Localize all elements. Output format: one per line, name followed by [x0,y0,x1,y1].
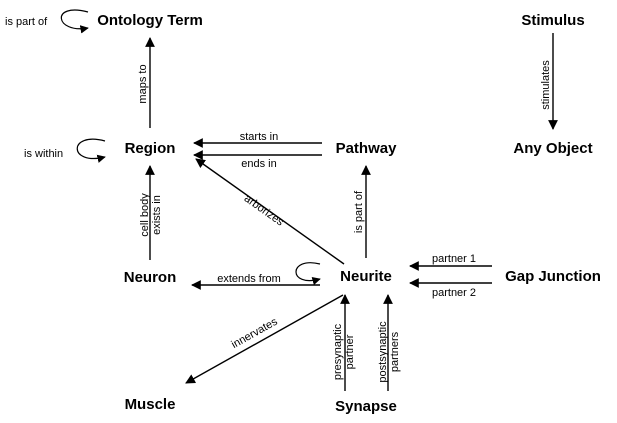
label-is-part-of-self: is part of [5,16,48,28]
edge-neurite-self-loop [295,262,321,286]
label-postsynaptic: postsynaptic [377,321,389,383]
label-presynaptic: presynaptic [332,323,344,380]
label-is-within-self: is within [24,148,63,160]
label-partner-1: partner 1 [432,253,476,265]
node-pathway[interactable]: Pathway [336,140,398,157]
node-any-object[interactable]: Any Object [513,140,592,157]
label-partner-2: partner 2 [432,287,476,299]
node-stimulus[interactable]: Stimulus [521,12,584,29]
label-stimulates: stimulates [540,60,552,110]
label-exists-in: exists in [151,195,163,235]
edge-ontology-term-self-loop [60,9,89,34]
node-region[interactable]: Region [125,140,176,157]
label-ends-in: ends in [241,158,276,170]
node-neuron[interactable]: Neuron [124,269,177,286]
edge-arborizes [195,158,345,265]
label-starts-in: starts in [240,131,279,143]
edge-region-self-loop [76,138,106,163]
label-arborizes: arborizes [242,193,286,229]
node-ontology-term[interactable]: Ontology Term [97,12,203,29]
label-maps-to: maps to [137,64,149,103]
label-postsynaptic-partners: partners [389,331,401,372]
node-gap-junction[interactable]: Gap Junction [505,268,601,285]
node-synapse[interactable]: Synapse [335,398,397,415]
edge-innervates [185,294,344,384]
node-neurite[interactable]: Neurite [340,268,392,285]
label-cell-body: cell body [139,193,151,237]
node-muscle[interactable]: Muscle [125,396,176,413]
label-innervates: innervates [229,315,280,351]
label-is-part-of: is part of [353,190,365,233]
label-presynaptic-partner: partner [344,334,356,369]
label-extends-from: extends from [217,273,281,285]
